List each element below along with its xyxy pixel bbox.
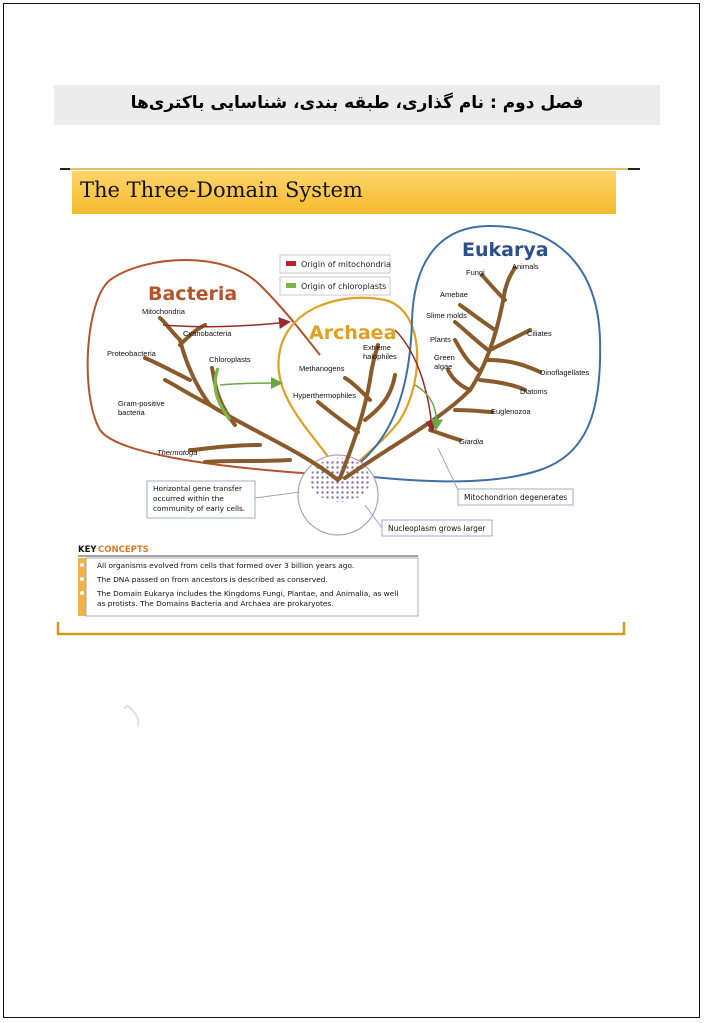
chloro-arrow-2 [414,384,443,431]
label-green-algae-1: Green [434,353,455,362]
hgt-line-1: Horizontal gene transfer [153,484,242,493]
label-fungi: Fungi [466,268,485,277]
label-methanogens: Methanogens [299,364,345,373]
archaea-title: Archaea [309,322,396,344]
label-amebae: Amebae [440,290,468,299]
bullet-3 [80,591,84,595]
callout-nucleoplasm: Nucleoplasm grows larger [364,504,493,537]
label-extreme-1: Extreme [363,343,391,352]
page-frame [3,3,700,1018]
figure-frame [56,168,640,636]
label-gram-positive-1: Gram-positive [118,399,165,408]
eukarya-title: Eukarya [462,239,549,261]
archaea-boundary [277,296,419,471]
eukarya-tree [343,266,542,480]
chapter-header: فصل دوم : نام گذاری، طبقه بندی، شناسایی … [54,85,660,125]
legend-chloro-swatch [286,283,296,288]
hgt-line-3: community of early cells. [153,504,245,513]
key-concept-1: All organisms evolved from cells that fo… [97,561,354,570]
mito-degenerates-text: Mitochondrion degenerates [464,493,567,502]
label-animals: Animals [512,262,539,271]
label-extreme-2: halophiles [363,352,397,361]
legend-chloro-label: Origin of chloroplasts [301,282,386,291]
figure-title-banner [72,171,616,214]
eukarya-boundary [344,224,602,483]
label-thermotoga: Thermotoga [157,448,197,457]
legend: Origin of mitochondria Origin of chlorop… [279,254,391,296]
callout-hgt: Horizontal gene transfer occurred within… [146,480,301,519]
label-diatoms: Diatoms [520,387,548,396]
legend-mito-label: Origin of mitochondria [301,260,391,269]
label-cyanobacteria: Cyanobacteria [183,329,232,338]
label-slime-molds: Slime molds [426,311,467,320]
key-label: KEY [78,545,97,555]
bacteria-title: Bacteria [148,283,237,305]
label-hyperthermophiles: Hyperthermophiles [293,391,356,400]
hgt-line-2: occurred within the [153,494,224,503]
label-ciliates: Ciliates [527,329,552,338]
bullet-2 [80,577,84,581]
label-green-algae-2: algae [434,362,452,371]
key-concept-3a: The Domain Eukarya includes the Kingdoms… [96,589,398,598]
label-gram-positive-2: bacteria [118,408,146,417]
chapter-title: فصل دوم : نام گذاری، طبقه بندی، شناسایی … [130,93,584,113]
key-concept-3b: as protists. The Domains Bacteria and Ar… [97,599,334,608]
chloroplast-branch [213,367,232,421]
bullet-1 [80,563,84,567]
callout-mito-degenerates: Mitochondrion degenerates [437,447,574,506]
bacteria-boundary [86,259,331,476]
key-concepts-bar [78,558,86,616]
label-chloroplasts: Chloroplasts [209,355,251,364]
label-plants: Plants [430,335,451,344]
label-mitochondria: Mitochondria [142,307,186,316]
legend-mito-swatch [286,261,296,266]
concepts-label: CONCEPTS [98,545,149,555]
mito-arrow-1 [162,317,291,329]
label-proteobacteria: Proteobacteria [107,349,157,358]
label-dinoflagellates: Dinoflagellates [540,368,589,377]
mito-arrow-2 [394,329,438,433]
label-giardia: Giardia [459,437,483,446]
chloro-arrow-1 [219,377,283,390]
archaea-tree [316,343,397,480]
label-euglenozoa: Euglenozoa [491,407,531,416]
key-concept-2: The DNA passed on from ancestors is desc… [96,575,328,584]
nucleoplasm-text: Nucleoplasm grows larger [388,524,487,533]
key-concepts: KEY CONCEPTS All organisms evolved from … [78,545,419,617]
figure-title: The Three-Domain System [80,178,363,202]
